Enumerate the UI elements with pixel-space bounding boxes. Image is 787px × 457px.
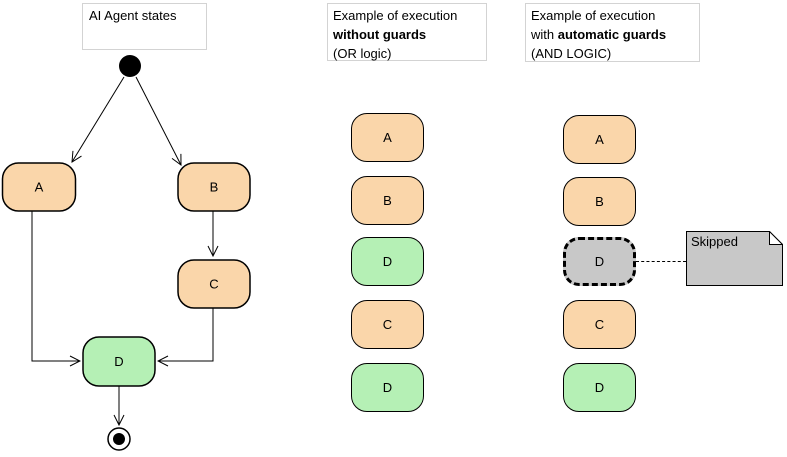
- without-guards-state-d2: D: [351, 363, 424, 412]
- without-guards-state-d1: D: [351, 237, 424, 286]
- arrow-init-to-a: [72, 76, 125, 162]
- skipped-note-body: [686, 231, 783, 286]
- without-guards-header-line2: without guards: [333, 27, 427, 42]
- without-guards-header-line1: Example of execution: [333, 8, 458, 23]
- state-machine-diagram: AI Agent states A B C D: [1, 3, 251, 451]
- state-b: [177, 162, 251, 212]
- with-guards-header-line1: Example of execution: [531, 8, 656, 23]
- without-guards-state-c: C: [351, 300, 424, 349]
- state-d-label: D: [114, 354, 123, 369]
- final-state-dot: [113, 433, 125, 445]
- skipped-note-fold-icon: [769, 231, 783, 245]
- with-guards-header: Example of execution with automatic guar…: [525, 3, 700, 62]
- with-guards-header-line2-bold: automatic guards: [557, 27, 667, 42]
- without-guards-state-a: A: [351, 113, 424, 162]
- with-guards-state-b: B: [563, 177, 636, 226]
- arrow-a-to-d: [31, 211, 80, 361]
- with-guards-state-d2: D: [563, 363, 636, 412]
- with-guards-header-line2-prefix: with: [531, 27, 558, 42]
- transition-arrows: [31, 76, 214, 425]
- state-c: [177, 259, 251, 309]
- state-c-label: C: [209, 277, 218, 292]
- skipped-note-connector: [636, 261, 686, 262]
- without-guards-header: Example of execution without guards (OR …: [327, 3, 487, 61]
- arrow-c-to-d: [158, 308, 214, 361]
- state-a-label: A: [35, 180, 44, 195]
- arrow-init-to-b: [135, 76, 181, 165]
- state-a: [1, 162, 77, 212]
- diagram-title: AI Agent states: [89, 8, 177, 23]
- with-guards-header-line3: (AND LOGIC): [531, 46, 612, 61]
- state-b-label: B: [210, 180, 219, 195]
- with-guards-state-a: A: [563, 115, 636, 164]
- skipped-note-text: Skipped: [691, 234, 738, 249]
- with-guards-state-c: C: [563, 300, 636, 349]
- without-guards-state-b: B: [351, 176, 424, 225]
- without-guards-header-line3: (OR logic): [333, 46, 392, 61]
- initial-state-icon: [119, 55, 141, 77]
- diagram-title-box: [82, 3, 207, 50]
- with-guards-state-d-skipped: D: [563, 237, 636, 286]
- skipped-note: Skipped: [686, 231, 783, 286]
- state-d: [82, 336, 156, 387]
